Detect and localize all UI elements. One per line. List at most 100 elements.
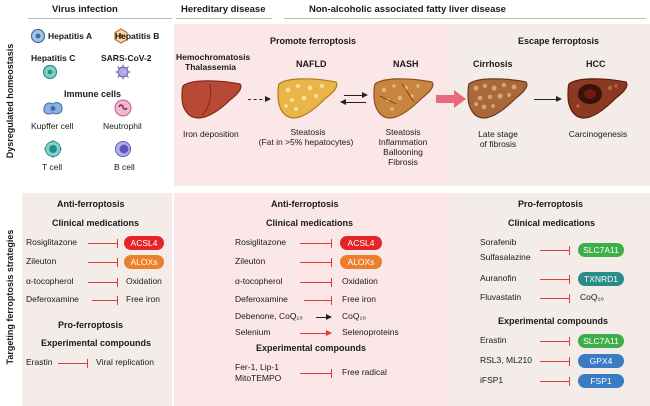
mid-oxidation: Oxidation [342, 276, 378, 286]
right-inhibit-slc7a11-clinical [540, 244, 571, 257]
right-inhibit-slc7a11-exp [540, 335, 571, 348]
left-aloxs-pill: ALOXs [124, 255, 164, 269]
label-iron-deposition: Iron deposition [183, 129, 239, 139]
left-inhibit-viral-replication [58, 357, 89, 370]
label-nafld: NAFLD [296, 59, 327, 69]
left-inhibit-aloxs [88, 256, 119, 269]
kupffer-cell-icon [43, 102, 63, 115]
right-txnrd1-pill: TXNRD1 [578, 272, 624, 286]
mid-debenone: Debenone, CoQ₁₀ [235, 311, 303, 321]
left-inhibit-oxidation [88, 276, 119, 289]
mid-inhibit-oxidation [300, 276, 333, 289]
mid-free-radical: Free radical [342, 367, 387, 377]
right-auranofin: Auranofin [480, 273, 517, 283]
label-thalassemia: Thalassemia [185, 62, 237, 72]
label-immune-cells: Immune cells [64, 89, 122, 99]
right-inhibit-gpx4 [540, 355, 571, 368]
mid-aloxs-pill: ALOXs [340, 255, 382, 269]
label-of-fibrosis: of fibrosis [479, 139, 517, 149]
mid-arrow-coq10 [316, 312, 332, 322]
left-alpha-tocopherol: α-tocopherol [26, 276, 74, 286]
left-acsl4-pill: ACSL4 [124, 236, 164, 250]
mid-selenium: Selenium [235, 327, 271, 337]
bg-mid-bottom [174, 193, 450, 406]
mid-rosiglitazone: Rosiglitazone [235, 237, 287, 247]
right-fsp1-pill: FSP1 [578, 374, 624, 388]
escape-ferroptosis-title: Escape ferroptosis [518, 36, 600, 46]
header-nafld-underline [284, 18, 646, 19]
right-inhibit-fsp1 [540, 375, 571, 388]
label-hcc: HCC [586, 59, 606, 69]
label-hepatitis-a: Hepatitis A [48, 31, 93, 41]
left-pro-ferroptosis: Pro-ferroptosis [58, 320, 124, 330]
hepatitis-b-icon [114, 28, 128, 44]
right-erastin: Erastin [480, 335, 507, 345]
iron-liver-icon [181, 80, 242, 119]
label-t-cell: T cell [42, 162, 63, 172]
arrow-cirrhosis-to-hcc [534, 94, 562, 104]
left-deferoxamine: Deferoxamine [26, 294, 79, 304]
label-b-cell: B cell [114, 162, 135, 172]
right-fluvastatin: Fluvastatin [480, 292, 522, 302]
mid-inhibit-acsl4 [300, 237, 333, 250]
label-fat-note: (Fat in >5% hepatocytes) [258, 137, 354, 147]
mid-zileuton: Zileuton [235, 256, 266, 266]
neutrophil-icon [114, 99, 132, 117]
left-oxidation: Oxidation [126, 276, 162, 286]
nafld-liver-icon [277, 78, 338, 119]
label-kupffer-cell: Kupffer cell [31, 121, 74, 131]
t-cell-icon [44, 140, 62, 158]
left-clinical-medications: Clinical medications [52, 218, 140, 228]
nash-liver-icon [373, 78, 434, 119]
right-rsl3-ml210: RSL3, ML210 [480, 355, 532, 365]
arrow-hereditary-to-nafld [248, 95, 271, 102]
label-nash-steatosis: Steatosis [385, 127, 421, 137]
b-cell-icon [115, 141, 131, 157]
header-virus-underline [28, 18, 172, 19]
left-experimental-compounds: Experimental compounds [41, 338, 152, 348]
mid-free-iron: Free iron [342, 294, 377, 304]
mid-arrow-selenoproteins [300, 328, 332, 338]
label-nash-inflammation: Inflammation [378, 137, 428, 147]
side-label-targeting: Targeting ferroptosis strategies [5, 229, 15, 365]
left-viral-replication: Viral replication [96, 357, 154, 367]
mid-inhibit-free-radical [300, 367, 333, 380]
right-slc7a11-pill: SLC7A11 [578, 243, 624, 257]
right-sorafenib: Sorafenib [480, 237, 517, 247]
right-inhibit-txnrd1 [540, 273, 571, 286]
left-anti-ferroptosis: Anti-ferroptosis [57, 199, 125, 209]
hepatitis-a-icon [30, 28, 46, 44]
mid-clinical-medications: Clinical medications [266, 218, 354, 228]
right-slc7a11-exp-pill: SLC7A11 [578, 334, 624, 348]
header-nafld: Non-alcoholic associated fatty liver dis… [309, 4, 506, 15]
mid-selenoproteins: Selenoproteins [342, 327, 399, 337]
right-sulfasalazine: Sulfasalazine [480, 252, 531, 262]
label-steatosis: Steatosis [290, 127, 326, 137]
right-coq10: CoQ₁₀ [580, 292, 604, 302]
left-inhibit-free-iron [92, 294, 119, 307]
mid-inhibit-free-iron [304, 294, 333, 307]
hepatitis-c-icon [42, 64, 58, 80]
bg-virus-bottom [22, 193, 172, 406]
label-nash-fibrosis: Fibrosis [388, 157, 418, 167]
left-zileuton: Zileuton [26, 256, 57, 266]
right-pro-ferroptosis: Pro-ferroptosis [518, 199, 584, 209]
right-clinical-medications: Clinical medications [508, 218, 596, 228]
sars-cov-2-icon [115, 64, 131, 80]
left-erastin: Erastin [26, 357, 53, 367]
label-carcinogenesis: Carcinogenesis [568, 129, 628, 139]
promote-ferroptosis-title: Promote ferroptosis [270, 36, 357, 46]
header-hereditary-underline [176, 18, 272, 19]
right-ifsp1: iFSP1 [480, 375, 504, 385]
right-inhibit-coq10 [540, 292, 571, 305]
cirrhosis-liver-icon [467, 78, 528, 119]
arrow-nash-to-nafld [340, 99, 366, 105]
left-inhibit-acsl4 [88, 237, 119, 250]
mid-alpha-tocopherol: α-tocopherol [235, 276, 283, 286]
label-hepatitis-c: Hepatitis C [31, 53, 76, 63]
label-nash: NASH [393, 59, 419, 69]
header-virus-infection: Virus infection [52, 4, 118, 15]
label-late-stage: Late stage [478, 129, 518, 139]
mid-anti-ferroptosis: Anti-ferroptosis [271, 199, 339, 209]
left-free-iron: Free iron [126, 294, 161, 304]
